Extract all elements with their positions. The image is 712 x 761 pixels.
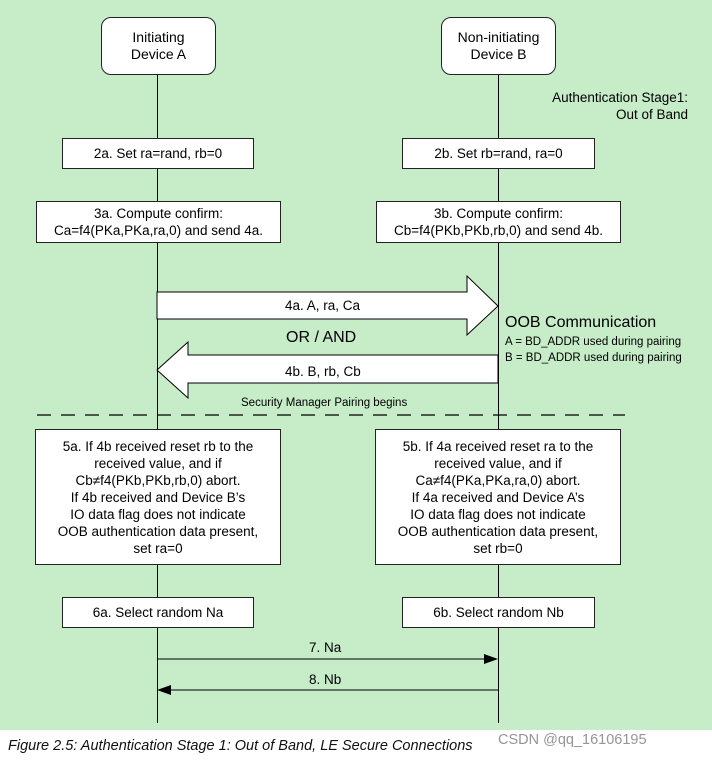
device-b-line1: Non-initiating — [457, 29, 540, 45]
oob-note-b: B = BD_ADDR used during pairing — [505, 352, 682, 364]
step-3b-line1: 3b. Compute confirm: — [433, 206, 564, 221]
device-a-line1: Initiating — [132, 29, 185, 45]
arrow-8-head — [157, 685, 171, 695]
step-5b-line: IO data flag does not indicate — [410, 506, 586, 522]
message-4b-label: 4b. B, rb, Cb — [285, 364, 361, 379]
step-5a-line: set ra=0 — [133, 540, 183, 556]
step-5b-line: set rb=0 — [473, 540, 523, 556]
step-6b-text: 6b. Select random Nb — [433, 605, 564, 620]
oob-title: OOB Communication — [505, 314, 657, 331]
step-3a-line2: Ca=f4(PKa,PKa,ra,0) and send 4a. — [53, 223, 263, 238]
step-3a-box: 3a. Compute confirm: Ca=f4(PKa,PKa,ra,0)… — [36, 201, 281, 243]
step-2a-text: 2a. Set ra=rand, rb=0 — [93, 146, 223, 161]
stage-label-line1: Authentication Stage1: — [552, 90, 688, 105]
lifeline-device-b — [498, 75, 499, 723]
device-b-box: Non-initiating Device B — [441, 17, 556, 75]
step-5b-line: Ca≠f4(PKa,PKa,ra,0) abort. — [415, 472, 581, 488]
step-5b-line: 5b. If 4a received reset ra to the — [402, 438, 594, 454]
message-4a-label: 4a. A, ra, Ca — [285, 298, 361, 313]
step-5a-line: 5a. If 4b received reset rb to the — [62, 438, 254, 454]
step-5a-line: Cb≠f4(PKb,PKb,rb,0) abort. — [75, 472, 241, 488]
step-3b-box: 3b. Compute confirm: Cb=f4(PKb,PKb,rb,0)… — [376, 201, 621, 243]
smp-begins-label: Security Manager Pairing begins — [241, 397, 408, 409]
step-5a-line: received value, and if — [94, 455, 222, 471]
step-5a-box: 5a. If 4b received reset rb to the recei… — [35, 429, 281, 565]
watermark: CSDN @qq_16106195 — [498, 732, 647, 748]
device-a-line2: Device A — [130, 46, 187, 62]
device-b-line2: Device B — [470, 46, 527, 62]
step-3a-line1: 3a. Compute confirm: — [93, 206, 224, 221]
step-3b-line2: Cb=f4(PKb,PKb,rb,0) and send 4b. — [393, 223, 603, 238]
step-5a-line: IO data flag does not indicate — [70, 506, 246, 522]
figure-caption: Figure 2.5: Authentication Stage 1: Out … — [8, 738, 473, 754]
step-5b-line: If 4a received and Device A’s — [411, 489, 585, 505]
step-5b-line: OOB authentication data present, — [397, 523, 599, 539]
arrows-overlay — [37, 274, 625, 695]
oob-note-a: A = BD_ADDR used during pairing — [505, 336, 682, 348]
lifeline-device-a — [157, 75, 158, 723]
arrow-4a — [156, 274, 499, 337]
step-6a-text: 6a. Select random Na — [92, 605, 224, 620]
step-2b-text: 2b. Set rb=rand, ra=0 — [434, 146, 563, 161]
message-7-label: 7. Na — [309, 640, 342, 655]
or-and-label: OR / AND — [286, 329, 357, 346]
step-6b-box: 6b. Select random Nb — [402, 597, 595, 628]
step-2a-box: 2a. Set ra=rand, rb=0 — [62, 138, 254, 169]
stage-label-line2: Out of Band — [615, 107, 688, 122]
step-5a-line: OOB authentication data present, — [57, 523, 259, 539]
stage-label: Authentication Stage1: Out of Band — [552, 89, 688, 123]
step-5a-line: If 4b received and Device B’s — [70, 489, 246, 505]
device-a-box: Initiating Device A — [101, 17, 216, 75]
message-8-label: 8. Nb — [309, 672, 342, 687]
arrow-7-head — [484, 654, 498, 664]
step-2b-box: 2b. Set rb=rand, ra=0 — [402, 138, 595, 169]
arrow-4b — [156, 340, 499, 400]
step-5b-line: received value, and if — [434, 455, 562, 471]
step-6a-box: 6a. Select random Na — [62, 597, 254, 628]
step-5b-box: 5b. If 4a received reset ra to the recei… — [375, 429, 621, 565]
